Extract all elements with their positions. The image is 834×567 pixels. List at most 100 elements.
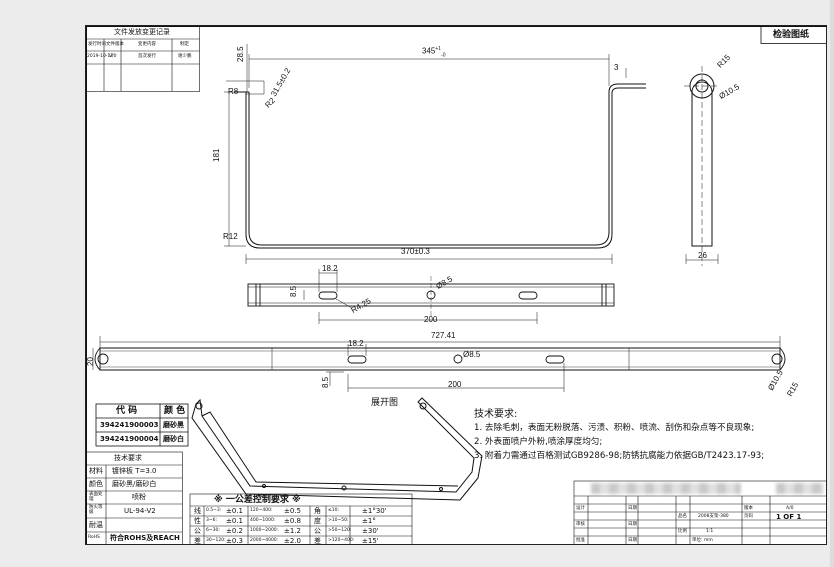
lin-r4-a: 30~120: xyxy=(206,538,226,543)
angle-label-3: 公 xyxy=(314,527,321,535)
linear-label-3: 公 xyxy=(194,527,201,535)
drawing-canvas xyxy=(86,26,826,544)
dim-flange-height: 28.5 xyxy=(236,46,245,62)
ang-r3-a: >50~120: xyxy=(328,528,352,533)
mid-dim-lines xyxy=(303,269,538,324)
lin-r3-b: ±0.2 xyxy=(226,527,243,535)
tech-value-fire: UL-94-V2 xyxy=(124,507,156,515)
code-header-color: 颜 色 xyxy=(164,406,186,416)
redacted-part-number xyxy=(776,483,824,494)
lin-r2-a: 3~6: xyxy=(206,518,218,523)
tb-label-approve: 批准 xyxy=(576,538,585,543)
ang-r4-a: >120~400: xyxy=(328,538,355,543)
doc-header-time: 发行时间 xyxy=(88,42,106,47)
flat-dim-lines xyxy=(92,336,781,392)
dim-mid-200: 200 xyxy=(424,315,438,324)
dim-flat-hole: Ø8.5 xyxy=(463,350,481,359)
code-row-1-code: 394241900003 xyxy=(100,421,159,429)
angle-label-4: 差 xyxy=(314,537,321,545)
tech-value-rohs: 符合ROHS及REACH xyxy=(110,534,180,542)
tb-version: A/0 xyxy=(786,506,794,511)
doc-change-table-lines xyxy=(86,26,200,92)
doc-row-author: 谢少鹏 xyxy=(178,54,192,59)
dim-side-26: 26 xyxy=(698,251,707,260)
doc-header-author: 制定 xyxy=(180,42,189,47)
lin-r4-b: ±0.3 xyxy=(226,537,243,545)
doc-header-content: 变更内容 xyxy=(138,42,156,47)
ang-r3-b: ±30' xyxy=(362,527,379,535)
tb-scale: 1:1 xyxy=(706,529,714,534)
linear-label-1: 线 xyxy=(194,507,201,515)
angle-label-1: 角 xyxy=(314,507,321,515)
dim-mid-18: 18.2 xyxy=(322,264,338,273)
lin-r3-d: ±1.2 xyxy=(284,527,301,535)
dim-bottom-width: 370±0.3 xyxy=(401,247,430,256)
dim-tab-3: 3 xyxy=(614,63,619,72)
tb-version-label: 版本 xyxy=(744,506,753,511)
side-view xyxy=(684,66,720,266)
ang-r4-b: ±15' xyxy=(362,537,379,545)
sheet-frame xyxy=(86,26,826,544)
requirements-title: 技术要求: xyxy=(474,409,518,420)
tb-product: 2008支架-380 xyxy=(698,514,729,519)
tb-label-review: 审核 xyxy=(576,522,585,527)
doc-change-title: 文件发放变更记录 xyxy=(114,28,170,36)
dim-mid-85: 8.5 xyxy=(289,285,298,297)
tb-page: 1 OF 1 xyxy=(776,513,802,521)
doc-row-time: 2019-10-17 xyxy=(87,54,114,59)
dim-flat-left: 20 xyxy=(86,357,95,366)
tb-unit: 单位: mm xyxy=(692,538,713,543)
lin-r4-d: ±2.0 xyxy=(284,537,301,545)
tech-value-color: 磨砂黑/磨砂白 xyxy=(112,480,157,488)
ang-r1-b: ±1°30' xyxy=(362,507,387,515)
dim-flat-18: 18.2 xyxy=(348,339,364,348)
linear-label-4: 差 xyxy=(194,537,201,545)
redacted-company-name xyxy=(591,483,741,494)
lin-r3-a: 6~30: xyxy=(206,528,220,533)
iso-bracket xyxy=(191,397,483,501)
tb-date-2: 日期 xyxy=(628,522,637,527)
linear-label-2: 性 xyxy=(194,517,201,525)
tech-label-rohs: RoHS xyxy=(88,535,100,540)
tech-label-temp: 耐温 xyxy=(89,521,103,529)
flat-view xyxy=(94,347,786,371)
dim-flat-total: 727.41 xyxy=(431,331,456,340)
code-table-lines xyxy=(95,403,189,447)
requirement-3: 3. 附着力需通过百格测试GB9286-98;防锈抗腐能力依据GB/T2423.… xyxy=(474,451,765,461)
tech-value-material: 镀锌板 T=3.0 xyxy=(112,467,157,475)
code-row-2-color: 磨砂白 xyxy=(163,435,184,443)
unfold-view-label: 展开图 xyxy=(371,398,399,408)
tb-date-3: 日期 xyxy=(628,538,637,543)
lin-r1-a: 0.5~3: xyxy=(206,508,222,513)
dim-r8: R8 xyxy=(228,87,239,96)
code-row-1-color: 磨砂黑 xyxy=(163,421,184,429)
lin-r1-b: ±0.1 xyxy=(226,507,243,515)
code-header-code: 代 码 xyxy=(116,406,138,416)
tech-label-fire: 防火等级 xyxy=(89,505,103,515)
mid-view xyxy=(247,276,615,316)
tech-label-color: 颜色 xyxy=(89,480,103,488)
drawing-sheet: 文件发放变更记录 发行时间 文件版本 变更内容 制定 2019-10-17 V/… xyxy=(85,25,827,545)
ang-r1-a: ≤10: xyxy=(328,508,340,513)
lin-r2-d: ±0.8 xyxy=(284,517,301,525)
drawing-heading: 检验图纸 xyxy=(773,30,810,40)
lin-r1-d: ±0.5 xyxy=(284,507,301,515)
lin-r3-c: 1000~2000: xyxy=(250,528,279,533)
tech-label-material: 材料 xyxy=(89,467,103,475)
tb-label-design: 设计 xyxy=(576,506,585,511)
doc-row-version: V/0 xyxy=(109,54,117,59)
ang-r2-b: ±1° xyxy=(362,517,376,525)
lin-r4-c: 2000~4000: xyxy=(250,538,279,543)
lin-r1-c: 120~400: xyxy=(250,508,273,513)
tech-table-title: 技术要求 xyxy=(114,454,142,462)
tolerance-title: ※ 一公差控制要求 ※ xyxy=(214,495,301,505)
tech-label-surface: 表面处理 xyxy=(89,492,103,502)
doc-row-content: 首次发行 xyxy=(138,54,156,59)
angle-label-2: 度 xyxy=(314,517,321,525)
requirement-1: 1. 去除毛刺，表面无粉脱落、污渍、积粉、喷流、刮伤和杂点等不良现象; xyxy=(474,423,755,433)
tech-table-lines xyxy=(86,451,183,544)
window-scrollbar[interactable] xyxy=(830,0,834,567)
dim-flat-85: 8.5 xyxy=(321,376,330,388)
tb-date-1: 日期 xyxy=(628,506,637,511)
title-block-lines xyxy=(573,480,826,544)
